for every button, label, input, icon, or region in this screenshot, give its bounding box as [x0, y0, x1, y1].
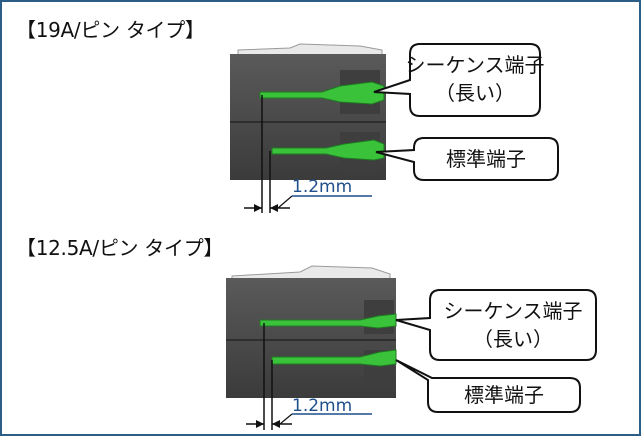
- callout-sequence-12-5a: シーケンス端子 （長い）: [395, 289, 597, 361]
- callout-label: 標準端子: [446, 147, 526, 171]
- callout-standard-19a: 標準端子: [375, 137, 559, 181]
- section-title-19a: 【19A/ピン タイプ】: [16, 18, 205, 42]
- callout-sequence-19a: シーケンス端子 （長い）: [373, 43, 545, 117]
- dimension-label: 1.2mm: [292, 177, 352, 197]
- callout-label: 標準端子: [464, 383, 544, 407]
- sequence-pin: [259, 81, 385, 105]
- section-title-12-5a: 【12.5A/ピン タイプ】: [16, 236, 224, 260]
- connector-19a: 1.2mm: [230, 43, 386, 213]
- connector-12-5a: 1.2mm: [226, 265, 397, 430]
- standard-pin: [271, 349, 397, 367]
- sequence-pin: [259, 313, 397, 329]
- callout-label: シーケンス端子: [406, 53, 545, 77]
- callout-standard-12-5a: 標準端子: [395, 359, 581, 413]
- dimension-label: 1.2mm: [292, 396, 352, 416]
- callout-sublabel: （長い）: [435, 81, 515, 105]
- callout-sublabel: （長い）: [473, 327, 553, 351]
- callout-label: シーケンス端子: [444, 299, 583, 323]
- standard-pin: [271, 139, 385, 161]
